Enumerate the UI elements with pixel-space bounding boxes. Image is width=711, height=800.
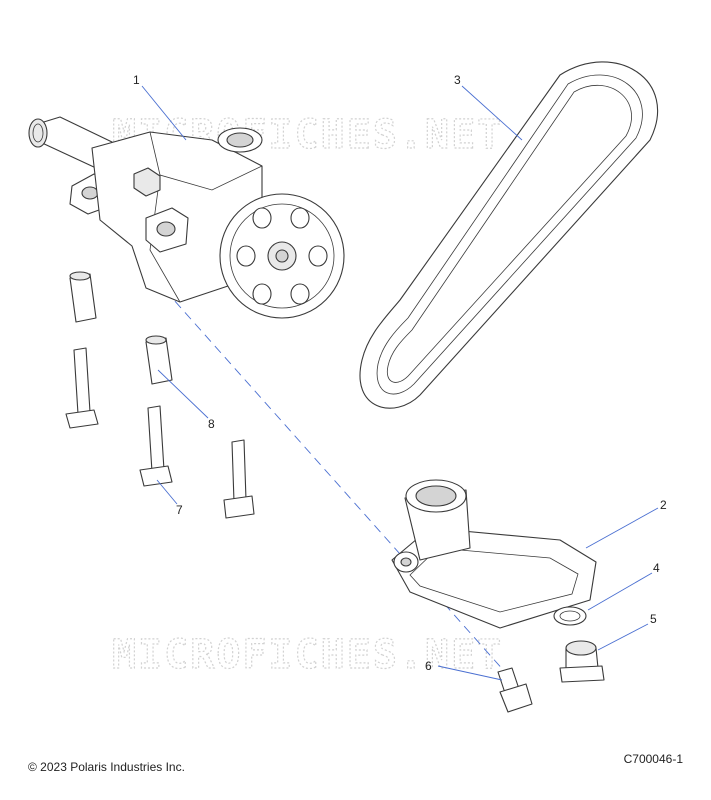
bolts bbox=[65, 347, 255, 519]
o-ring bbox=[553, 606, 587, 626]
callout-7: 7 bbox=[176, 503, 183, 517]
callout-3: 3 bbox=[454, 73, 461, 87]
callout-1: 1 bbox=[133, 73, 140, 87]
dowel-pins bbox=[69, 271, 173, 385]
callout-6: 6 bbox=[425, 659, 432, 673]
leader-8 bbox=[157, 369, 209, 419]
plug bbox=[559, 640, 605, 683]
callout-5: 5 bbox=[650, 612, 657, 626]
oil-pump-assembly bbox=[28, 116, 345, 319]
leader-1 bbox=[141, 85, 187, 141]
oil-pickup-cover bbox=[391, 479, 597, 629]
leader-6 bbox=[437, 665, 503, 681]
leader-3 bbox=[461, 85, 523, 141]
drive-belt bbox=[359, 61, 658, 409]
leader-5 bbox=[597, 623, 649, 651]
bolt bbox=[497, 667, 533, 713]
leader-4 bbox=[587, 572, 653, 611]
callout-4: 4 bbox=[653, 561, 660, 575]
leader-2 bbox=[585, 507, 659, 549]
copyright-text: © 2023 Polaris Industries Inc. bbox=[28, 760, 185, 774]
figure-code: C700046-1 bbox=[623, 752, 683, 766]
callout-2: 2 bbox=[660, 498, 667, 512]
sprocket bbox=[219, 193, 345, 319]
alignment-dashed-line bbox=[164, 289, 506, 673]
callout-8: 8 bbox=[208, 417, 215, 431]
leader-7 bbox=[156, 479, 178, 505]
watermark-bottom: MICROFICHES.NET bbox=[112, 632, 503, 678]
